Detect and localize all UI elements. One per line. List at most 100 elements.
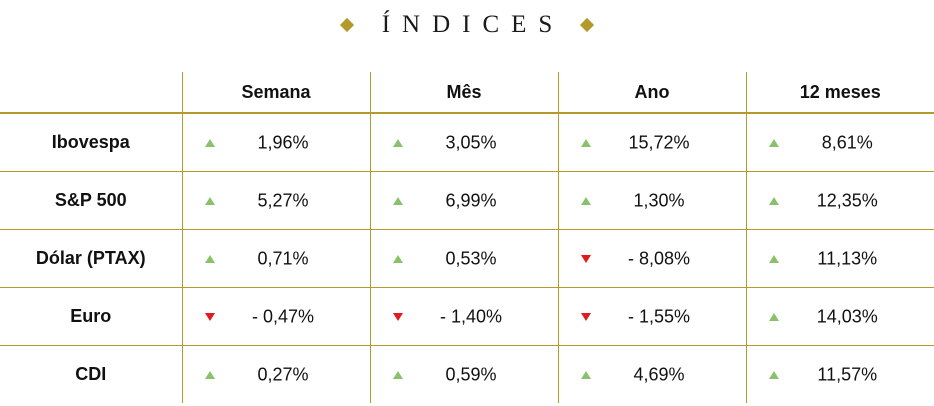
cell-content: - 1,55% xyxy=(559,288,746,345)
cell-content: 0,59% xyxy=(371,346,558,403)
table-cell: 5,27% xyxy=(181,171,370,230)
triangle-up-icon xyxy=(392,254,403,263)
table-row: S&P 500 5,27% 6,99% 1,30% 12,35% xyxy=(0,171,934,230)
cell-content: 0,27% xyxy=(183,346,370,403)
header-mes: Mês xyxy=(369,72,558,114)
cell-content: 0,53% xyxy=(371,230,558,287)
cell-content: 14,03% xyxy=(747,288,934,345)
row-label: S&P 500 xyxy=(0,171,182,230)
page-title: ÍNDICES xyxy=(381,11,565,38)
cell-content: - 8,08% xyxy=(559,230,746,287)
triangle-up-icon xyxy=(768,138,779,147)
cell-value: 11,57% xyxy=(817,364,878,384)
triangle-up-icon xyxy=(204,196,215,205)
cell-content: - 1,40% xyxy=(371,288,558,345)
table-cell: 11,13% xyxy=(745,229,934,288)
cell-content: 3,05% xyxy=(371,114,558,171)
cell-content: 1,30% xyxy=(559,172,746,229)
cell-value: 8,61% xyxy=(821,132,873,152)
triangle-down-icon xyxy=(580,254,591,263)
table-cell: 14,03% xyxy=(745,287,934,346)
table-cell: - 1,55% xyxy=(557,287,746,346)
triangle-down-icon xyxy=(392,312,403,321)
cell-value: 1,96% xyxy=(257,132,309,152)
triangle-up-icon xyxy=(204,254,215,263)
cell-value: 3,05% xyxy=(445,132,497,152)
table-cell: - 1,40% xyxy=(369,287,558,346)
row-label: Euro xyxy=(0,287,182,346)
row-label: Ibovespa xyxy=(0,113,182,172)
cell-value: 1,30% xyxy=(633,190,685,210)
cell-content: 6,99% xyxy=(371,172,558,229)
triangle-up-icon xyxy=(204,138,215,147)
cell-value: 15,72% xyxy=(628,132,690,152)
triangle-up-icon xyxy=(580,370,591,379)
cell-value: - 1,55% xyxy=(627,306,691,326)
cell-value: 4,69% xyxy=(633,364,685,384)
cell-value: 0,53% xyxy=(445,248,497,268)
cell-value: - 8,08% xyxy=(627,248,691,268)
cell-value: 5,27% xyxy=(257,190,309,210)
triangle-up-icon xyxy=(392,138,403,147)
table-cell: 11,57% xyxy=(745,345,934,403)
table-cell: 0,59% xyxy=(369,345,558,403)
table-cell: 0,53% xyxy=(369,229,558,288)
cell-content: 11,13% xyxy=(747,230,934,287)
table-cell: 4,69% xyxy=(557,345,746,403)
triangle-up-icon xyxy=(768,370,779,379)
cell-content: 15,72% xyxy=(559,114,746,171)
table-cell: 3,05% xyxy=(369,113,558,172)
triangle-up-icon xyxy=(204,370,215,379)
cell-value: 0,59% xyxy=(445,364,497,384)
cell-value: 12,35% xyxy=(816,190,878,210)
header-semana: Semana xyxy=(181,72,370,114)
triangle-up-icon xyxy=(768,196,779,205)
table-row: Euro - 0,47% - 1,40% - 1,55% 14,03% xyxy=(0,287,934,346)
table-cell: 0,27% xyxy=(181,345,370,403)
diamond-left-icon xyxy=(339,17,354,33)
indices-table: Semana Mês Ano 12 meses Ibovespa 1,96% 3,0… xyxy=(0,72,934,403)
cell-value: - 0,47% xyxy=(251,306,315,326)
cell-value: 0,71% xyxy=(257,248,309,268)
cell-value: 14,03% xyxy=(816,306,878,326)
table-row: Ibovespa 1,96% 3,05% 15,72% 8,61% xyxy=(0,113,934,172)
cell-content: 5,27% xyxy=(183,172,370,229)
table-cell: 6,99% xyxy=(369,171,558,230)
triangle-up-icon xyxy=(580,138,591,147)
triangle-up-icon xyxy=(768,254,779,263)
diamond-right-icon xyxy=(580,17,595,33)
triangle-up-icon xyxy=(392,196,403,205)
cell-value: 6,99% xyxy=(445,190,497,210)
cell-value: 0,27% xyxy=(257,364,309,384)
cell-content: 1,96% xyxy=(183,114,370,171)
table-cell: 15,72% xyxy=(557,113,746,172)
title-row: ÍNDICES xyxy=(0,0,934,50)
cell-value: 11,13% xyxy=(817,248,878,268)
cell-content: 11,57% xyxy=(747,346,934,403)
cell-content: 12,35% xyxy=(747,172,934,229)
triangle-up-icon xyxy=(768,312,779,321)
table-cell: 8,61% xyxy=(745,113,934,172)
table-cell: 12,35% xyxy=(745,171,934,230)
triangle-down-icon xyxy=(580,312,591,321)
table-cell: - 0,47% xyxy=(181,287,370,346)
cell-content: 4,69% xyxy=(559,346,746,403)
header-row: Semana Mês Ano 12 meses xyxy=(0,72,934,114)
row-label: CDI xyxy=(75,364,107,384)
cell-value: - 1,40% xyxy=(439,306,503,326)
table-row: CDI 0,27% 0,59% 4,69% 11,57% xyxy=(0,345,934,403)
header-corner xyxy=(0,72,182,114)
cell-content: 0,71% xyxy=(183,230,370,287)
header-12-meses: 12 meses xyxy=(745,72,934,114)
table-cell: 1,30% xyxy=(557,171,746,230)
row-label: Dólar (PTAX) xyxy=(0,229,182,288)
table-row: Dólar (PTAX) 0,71% 0,53% - 8,08% 11,13% xyxy=(0,229,934,288)
triangle-up-icon xyxy=(392,370,403,379)
table-cell: - 8,08% xyxy=(557,229,746,288)
header-ano: Ano xyxy=(557,72,746,114)
cell-content: - 0,47% xyxy=(183,288,370,345)
cell-content: 8,61% xyxy=(747,114,934,171)
triangle-down-icon xyxy=(204,312,215,321)
table-cell: 0,71% xyxy=(181,229,370,288)
triangle-up-icon xyxy=(580,196,591,205)
